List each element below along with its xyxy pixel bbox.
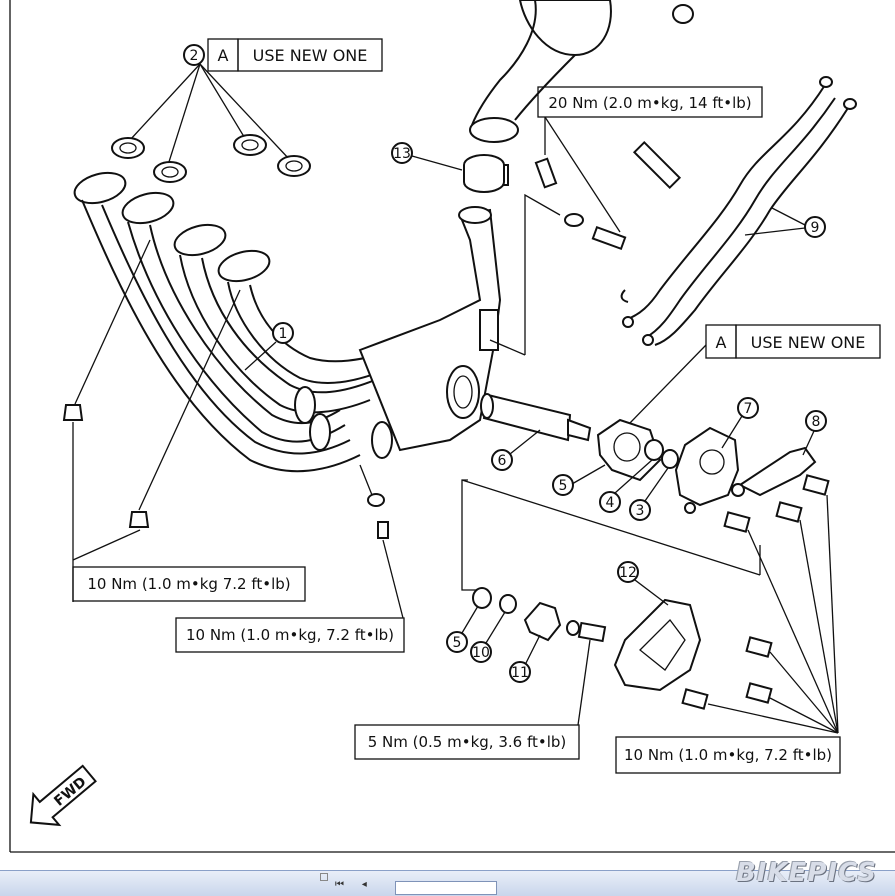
guide-line-collector — [524, 193, 561, 355]
parts-5-4-3: 5 4 3 — [552, 418, 679, 521]
svg-text:5 Nm (0.5 m•kg, 3.6 ft•lb): 5 Nm (0.5 m•kg, 3.6 ft•lb) — [368, 733, 567, 751]
part-8-bracket: 8 — [731, 410, 827, 497]
torque-callout-5: 5 Nm (0.5 m•kg, 3.6 ft•lb) — [354, 639, 591, 760]
cover-screws — [681, 474, 830, 710]
leader-lines-right — [707, 494, 839, 734]
first-page-icon[interactable]: ⏮ — [335, 879, 344, 890]
muffler-bolts — [534, 140, 682, 251]
svg-text:12: 12 — [619, 565, 637, 581]
prev-page-icon[interactable]: ◂ — [361, 879, 367, 890]
svg-text:10 Nm (1.0 m•kg, 7.2 ft•lb): 10 Nm (1.0 m•kg, 7.2 ft•lb) — [624, 746, 832, 764]
gasket-callout-top: 2 A USE NEW ONE — [129, 38, 383, 166]
fwd-arrow: FWD — [29, 764, 97, 827]
part-1-label: 1 — [244, 322, 294, 371]
new-one-code-top: A — [218, 46, 229, 65]
svg-text:8: 8 — [812, 414, 821, 430]
gasket-callout-right: A USE NEW ONE — [627, 324, 881, 426]
exhaust-header-pipes — [73, 171, 502, 473]
svg-text:1: 1 — [279, 326, 288, 342]
svg-text:4: 4 — [606, 495, 615, 511]
cables-9: 9 — [620, 76, 857, 346]
svg-text:5: 5 — [453, 635, 462, 651]
page-number-field[interactable] — [395, 881, 497, 895]
svg-text:USE NEW ONE: USE NEW ONE — [751, 333, 866, 352]
pdf-viewer-toolbar: ⏮ ◂ — [0, 870, 895, 896]
part-6-shaft: 6 — [480, 393, 592, 471]
svg-text:7: 7 — [744, 401, 753, 417]
torque-callout-10-left: 10 Nm (1.0 m•kg 7.2 ft•lb) — [72, 566, 306, 602]
exploded-parts-diagram: 2 A USE NEW ONE — [9, 0, 895, 853]
part-7-pulley-housing: 7 — [674, 397, 759, 514]
guide-line-lower — [461, 479, 478, 591]
svg-text:10: 10 — [472, 645, 490, 661]
svg-text:20 Nm (2.0 m•kg, 14 ft•lb): 20 Nm (2.0 m•kg, 14 ft•lb) — [548, 94, 751, 112]
svg-text:10 Nm (1.0 m•kg 7.2 ft•lb): 10 Nm (1.0 m•kg 7.2 ft•lb) — [87, 575, 290, 593]
part-number-2: 2 — [190, 48, 199, 64]
svg-text:9: 9 — [811, 220, 820, 236]
torque-callout-20: 20 Nm (2.0 m•kg, 14 ft•lb) — [537, 86, 763, 233]
new-one-text-top: USE NEW ONE — [253, 46, 368, 65]
header-nuts-left — [62, 239, 241, 602]
svg-text:11: 11 — [511, 665, 529, 681]
gaskets — [111, 134, 311, 183]
svg-text:A: A — [716, 333, 727, 352]
lower-small-parts: 5 10 11 — [446, 587, 607, 683]
svg-text:6: 6 — [498, 453, 507, 469]
bikepics-watermark: BIKEPICS — [735, 858, 877, 888]
part-12-cover: 12 — [613, 561, 702, 692]
svg-text:10 Nm (1.0 m•kg, 7.2 ft•lb): 10 Nm (1.0 m•kg, 7.2 ft•lb) — [186, 626, 394, 644]
svg-text:13: 13 — [393, 146, 411, 162]
svg-text:3: 3 — [636, 503, 645, 519]
torque-callout-10-mid: 10 Nm (1.0 m•kg, 7.2 ft•lb) — [175, 464, 405, 653]
part-13-sleeve: 13 — [391, 142, 505, 193]
toolbar-marker — [320, 873, 328, 881]
svg-text:5: 5 — [559, 478, 568, 494]
torque-callout-10-right: 10 Nm (1.0 m•kg, 7.2 ft•lb) — [615, 736, 841, 774]
